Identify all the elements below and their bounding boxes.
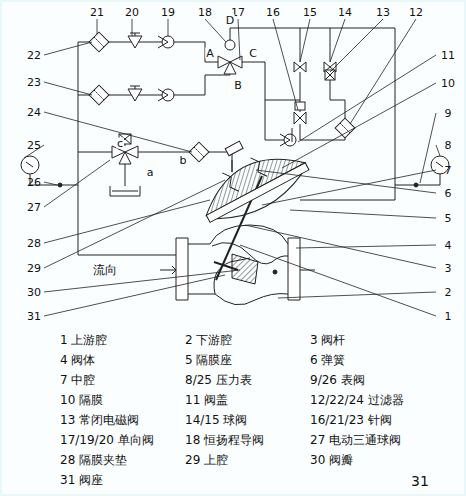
- legend-entry: 13 常闭电磁阀: [60, 414, 139, 426]
- legend-entry: 4 阀体: [60, 354, 95, 366]
- legend-entry: 12/22/24 过滤器: [310, 394, 404, 406]
- callout-number: 31: [27, 311, 41, 322]
- callout-number: 15: [303, 7, 317, 18]
- flow-label: 流向: [93, 264, 117, 276]
- port-letter: D: [225, 15, 235, 26]
- callout-number: 27: [27, 202, 41, 213]
- callout-number: 26: [27, 177, 41, 188]
- legend-entry: 2 下游腔: [185, 334, 232, 346]
- callout-number: 13: [376, 7, 390, 18]
- callout-number: 25: [27, 140, 41, 151]
- legend-entry: 29 上腔: [185, 454, 228, 466]
- legend-entry: 6 弹簧: [310, 354, 345, 366]
- callout-number: 29: [27, 263, 41, 274]
- port-letter: c: [116, 138, 124, 149]
- port-letter: A: [205, 48, 215, 59]
- legend-entry: 10 隔膜: [60, 394, 103, 406]
- callout-number: 28: [27, 238, 41, 249]
- callout-number: 22: [27, 50, 41, 61]
- callout-number: 7: [445, 165, 452, 176]
- callout-number: 23: [27, 77, 41, 88]
- callout-number: 19: [161, 7, 175, 18]
- port-letter: b: [179, 155, 188, 166]
- callout-number: 5: [445, 213, 452, 224]
- legend-entry: 27 电动三通球阀: [310, 434, 401, 446]
- callout-number: 10: [441, 78, 455, 89]
- legend-entry: 14/15 球阀: [185, 414, 247, 426]
- callout-number: 21: [90, 7, 104, 18]
- callout-number: 24: [27, 107, 41, 118]
- callout-number: 20: [125, 7, 139, 18]
- callout-number: 3: [445, 263, 452, 274]
- legend-entry: 28 隔膜夹垫: [60, 454, 127, 466]
- callout-number: 18: [198, 7, 212, 18]
- legend-entry: 30 阀瓣: [310, 454, 353, 466]
- callout-number: 30: [27, 287, 41, 298]
- callout-number: 8: [445, 140, 452, 151]
- legend-entry: 18 恒扬程导阀: [185, 434, 264, 446]
- page-number: 31: [411, 474, 429, 488]
- legend-entry: 8/25 压力表: [185, 374, 252, 386]
- legend-entry: 17/19/20 单向阀: [60, 434, 154, 446]
- legend-entry: 16/21/23 针阀: [310, 414, 392, 426]
- legend-entry: 7 中腔: [60, 374, 95, 386]
- callout-number: 1: [445, 311, 452, 322]
- callout-number: 14: [338, 7, 352, 18]
- legend-entry: 31 阀座: [60, 474, 103, 486]
- port-letter: C: [248, 48, 258, 59]
- callout-number: 2: [445, 287, 452, 298]
- legend-entry: 9/26 表阀: [310, 374, 365, 386]
- callout-number: 4: [445, 240, 452, 251]
- legend-entry: 5 隔膜座: [185, 354, 232, 366]
- port-letter: a: [146, 167, 155, 178]
- port-letter: B: [233, 80, 243, 91]
- callout-number: 6: [445, 188, 452, 199]
- legend-entry: 11 阀盖: [185, 394, 228, 406]
- callout-number: 16: [266, 7, 280, 18]
- legend-entry: 3 阀杆: [310, 334, 345, 346]
- callout-number: 9: [445, 108, 452, 119]
- callout-number: 11: [441, 50, 455, 61]
- callout-number: 12: [409, 7, 423, 18]
- legend-entry: 1 上游腔: [60, 334, 107, 346]
